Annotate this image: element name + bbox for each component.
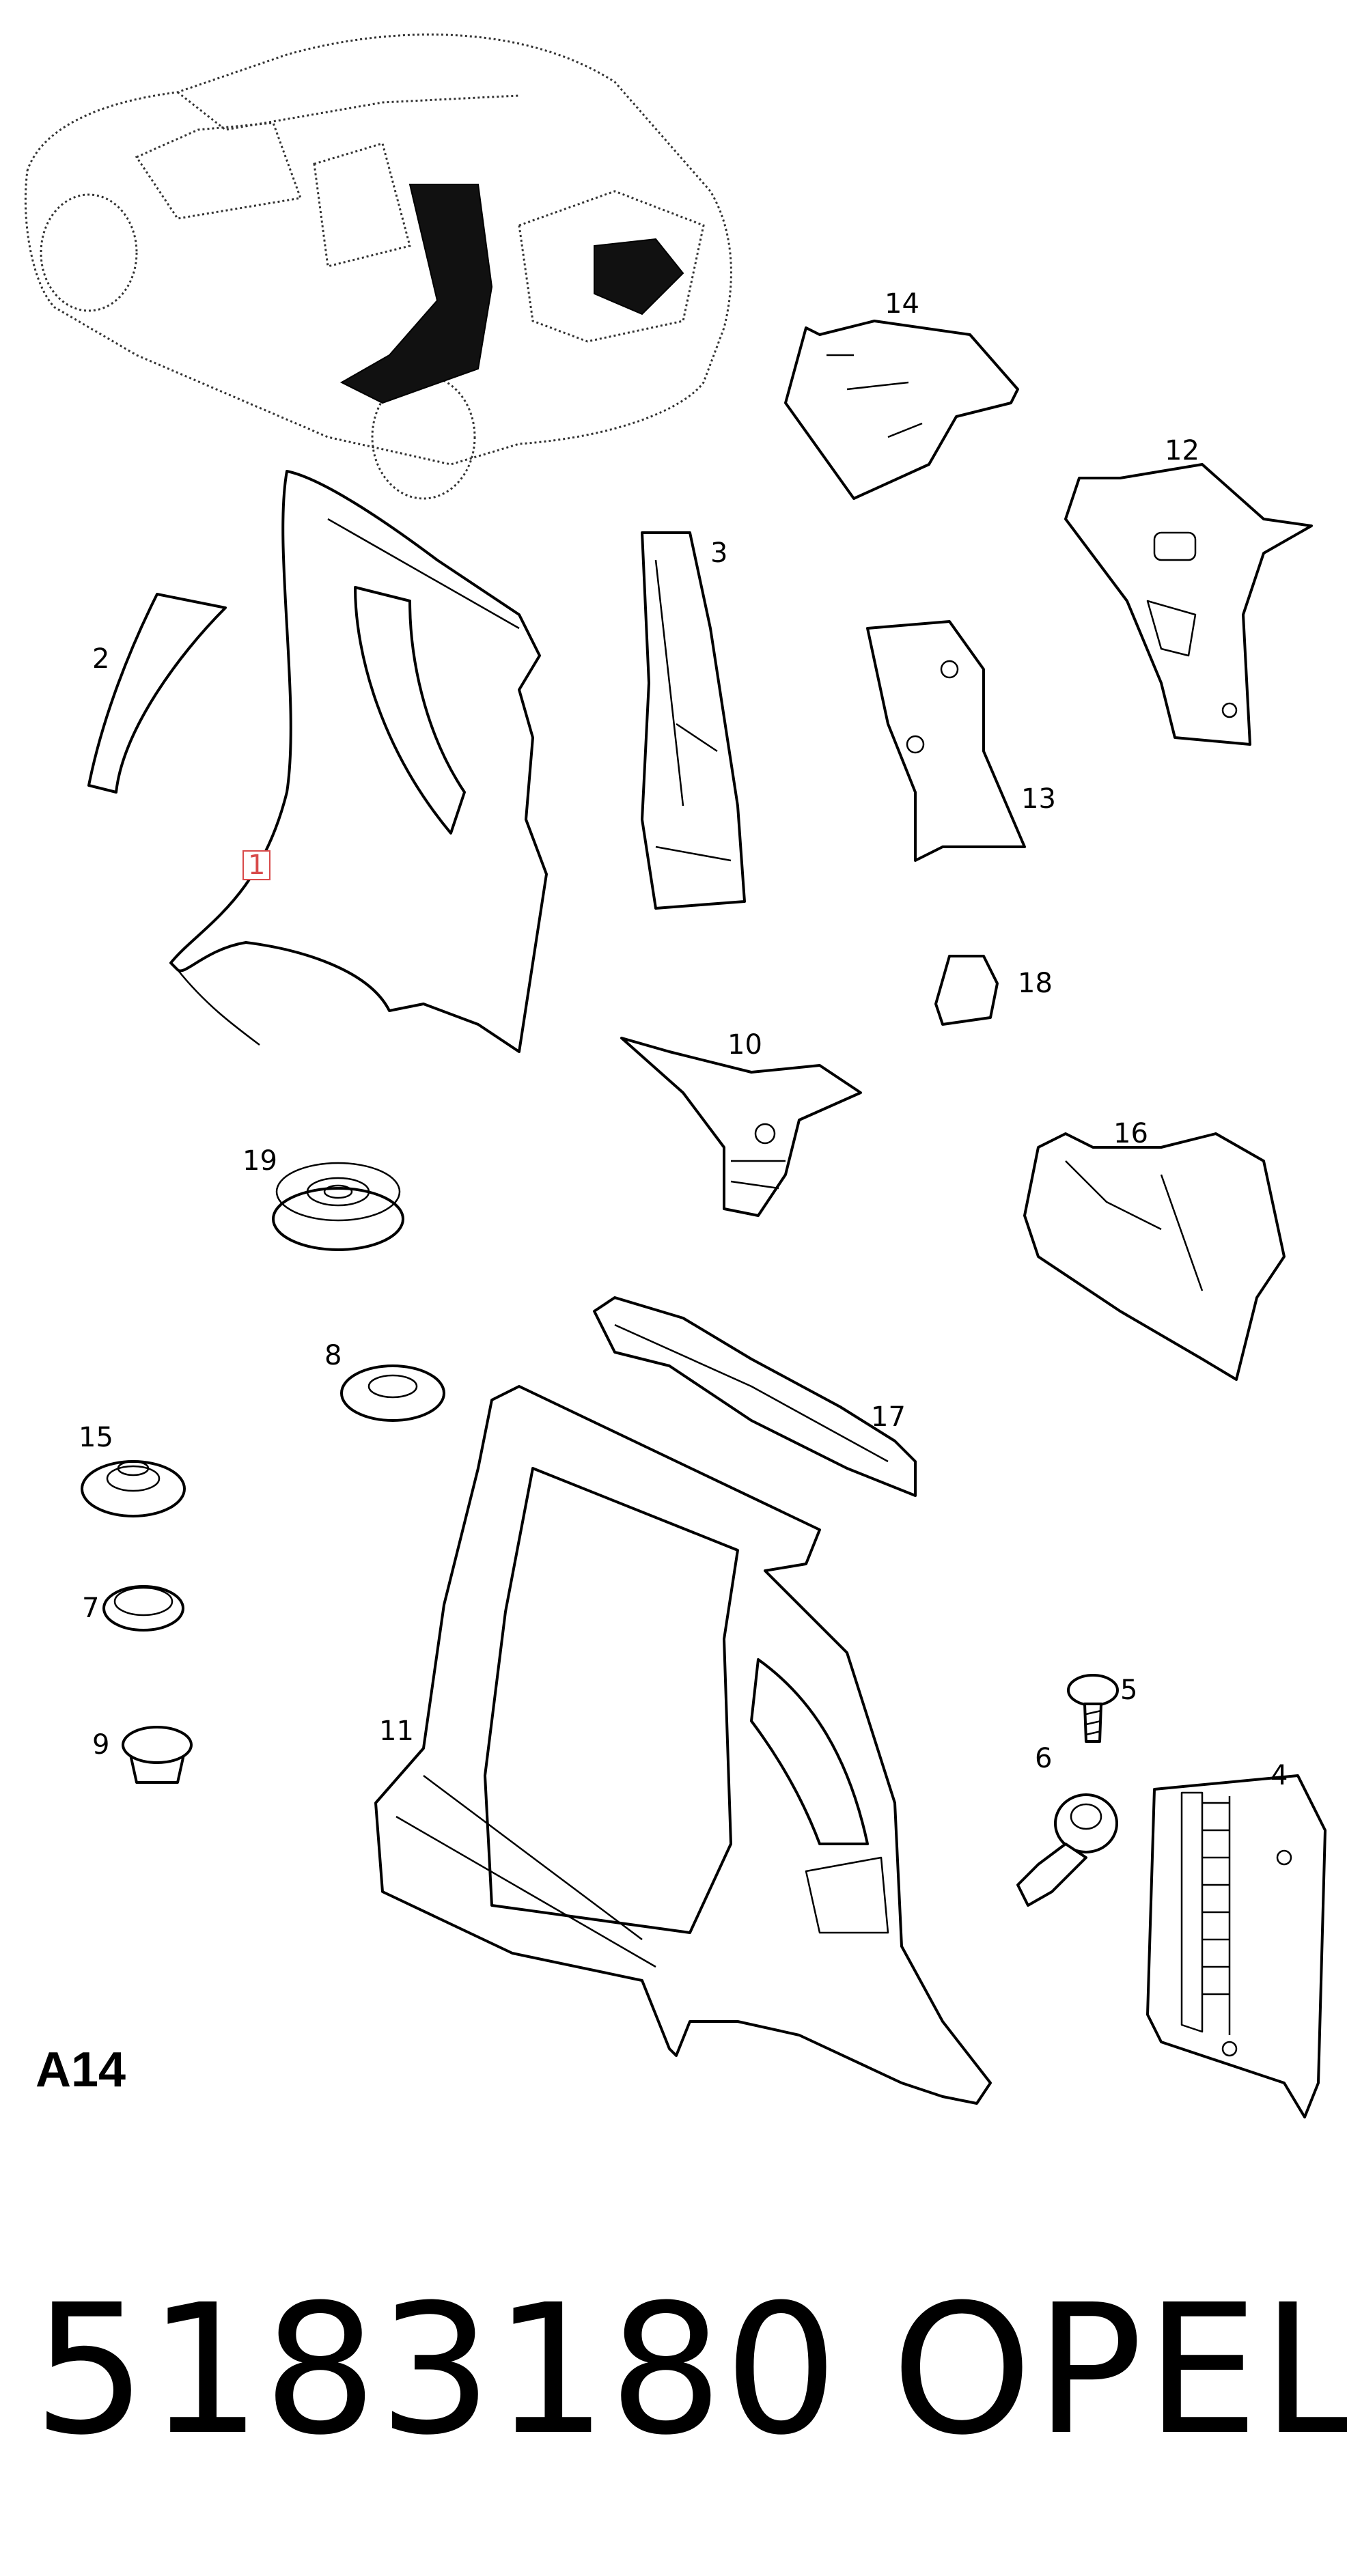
callout-16: 16 bbox=[1113, 1118, 1148, 1149]
callout-10: 10 bbox=[727, 1029, 762, 1061]
part-18-small-bracket bbox=[934, 955, 999, 1026]
callout-4: 4 bbox=[1270, 1760, 1288, 1791]
callout-12: 12 bbox=[1165, 435, 1199, 466]
callout-2: 2 bbox=[92, 643, 110, 675]
part-15-plug bbox=[81, 1460, 186, 1517]
car-overview bbox=[24, 33, 732, 500]
callout-7: 7 bbox=[82, 1593, 100, 1624]
group-code: A14 bbox=[36, 2043, 126, 2097]
part-19-grommet bbox=[272, 1162, 404, 1251]
callout-9: 9 bbox=[92, 1729, 110, 1761]
part-16-wheel-house bbox=[1023, 1132, 1286, 1381]
callout-8: 8 bbox=[324, 1340, 342, 1371]
callout-15: 15 bbox=[79, 1422, 113, 1453]
callout-14: 14 bbox=[885, 288, 919, 320]
part-17-rail bbox=[593, 1296, 917, 1497]
brand-name: OPEL bbox=[891, 2266, 1347, 2474]
callout-11: 11 bbox=[379, 1716, 414, 1747]
part-4-trim-panel bbox=[1146, 1774, 1327, 2118]
part-11-side-frame bbox=[374, 1385, 992, 2105]
callout-17: 17 bbox=[871, 1401, 906, 1433]
part-8-grommet bbox=[340, 1364, 445, 1422]
callout-1: 1 bbox=[242, 850, 271, 880]
parts-diagram: 1 2 3 4 5 6 7 8 9 10 11 12 13 14 15 16 1… bbox=[24, 33, 1327, 2118]
part-5-screw bbox=[1067, 1674, 1119, 1743]
callout-19: 19 bbox=[242, 1145, 277, 1177]
callout-3: 3 bbox=[710, 537, 728, 569]
part-10-arch-reinforcement bbox=[620, 1037, 862, 1217]
callout-18: 18 bbox=[1018, 968, 1053, 999]
part-12-inner-panel bbox=[1064, 463, 1313, 746]
callout-5: 5 bbox=[1120, 1675, 1138, 1706]
part-9-clip-plug bbox=[122, 1726, 193, 1784]
part-number: 5183180 bbox=[33, 2266, 839, 2474]
part-1-quarter-panel bbox=[169, 470, 548, 1053]
part-2-arch-strip bbox=[87, 593, 227, 794]
callout-6: 6 bbox=[1035, 1743, 1053, 1774]
part-13-reinforcement bbox=[866, 620, 1026, 862]
part-3-inner-pillar bbox=[641, 531, 746, 910]
callout-13: 13 bbox=[1021, 783, 1056, 815]
exploded-view-drawing bbox=[24, 33, 1327, 2118]
part-14-bracket bbox=[784, 320, 1019, 500]
part-7-plug bbox=[102, 1585, 184, 1632]
part-6-rivet bbox=[1016, 1793, 1118, 1907]
